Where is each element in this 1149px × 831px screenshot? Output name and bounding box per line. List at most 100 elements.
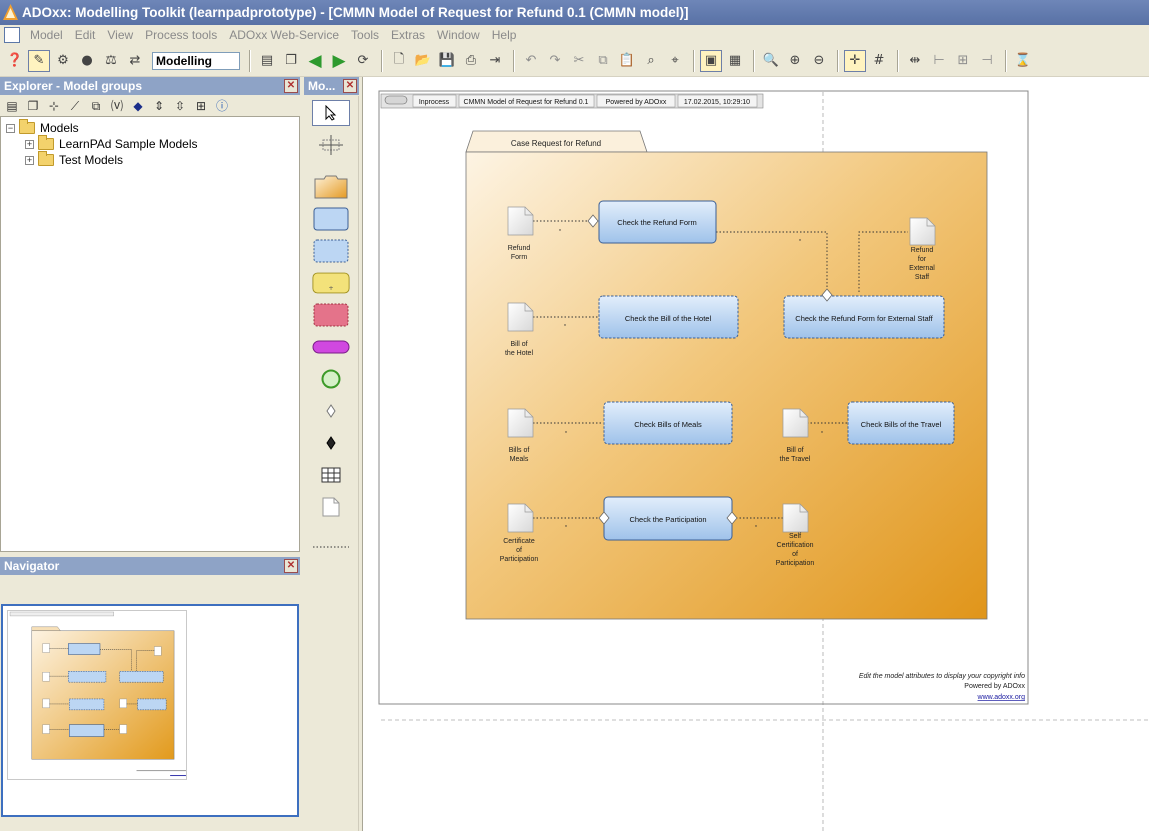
doc-bills-meals[interactable]: Bills of Meals [507, 408, 534, 463]
menu-extras[interactable]: Extras [391, 28, 426, 42]
evaluation-icon[interactable]: ⚖ [105, 53, 117, 68]
palette-close-button[interactable]: ✕ [343, 79, 357, 93]
diamond-icon[interactable]: ◆ [133, 99, 143, 113]
print-icon[interactable]: ⎙ [465, 53, 477, 68]
case-file-item-icon[interactable] [312, 494, 350, 520]
tree-node-learnpad-sample-models[interactable]: + LearnPAd Sample Models [25, 135, 198, 152]
table-view-icon[interactable]: ▦ [728, 53, 742, 68]
mode-select[interactable]: Modelling [152, 51, 240, 70]
hierarchy-icon[interactable]: ⊹ [48, 99, 60, 113]
cmmn-diagram[interactable]: Inprocess CMMN Model of Request for Refu… [363, 77, 1149, 831]
navigator-close-button[interactable]: ✕ [284, 559, 298, 573]
database-icon[interactable]: ▤ [260, 53, 274, 68]
expand-icon[interactable]: + [25, 138, 34, 149]
planning-table-icon[interactable] [312, 462, 350, 488]
info-icon[interactable]: ⓘ [215, 99, 228, 113]
redo-icon[interactable]: ↷ [549, 53, 561, 68]
align-center-icon[interactable]: ⊞ [957, 53, 969, 68]
refresh-icon[interactable]: ⟳ [357, 53, 369, 68]
grid-icon[interactable]: # [873, 53, 885, 68]
menu-model[interactable]: Model [30, 28, 63, 42]
task-check-bills-travel[interactable]: Check Bills of the Travel [847, 401, 955, 445]
zoom-in-icon[interactable]: ⊕ [789, 53, 801, 68]
graph-icon[interactable]: ⟋ [70, 99, 80, 113]
zoom-out-icon[interactable]: ⊖ [813, 53, 825, 68]
case-plan-model[interactable]: Case Request for Refund [465, 130, 988, 620]
task-check-bill-hotel[interactable]: Check the Bill of the Hotel [598, 295, 739, 339]
model-groups-icon[interactable]: ▤ [6, 99, 18, 113]
exit-criterion-sentry[interactable] [726, 511, 738, 525]
modelling-mode-icon[interactable]: ✎ [28, 49, 50, 72]
hourglass-icon[interactable]: ⌛ [1014, 53, 1032, 68]
task-check-refund-external[interactable]: Check the Refund Form for External Staff [783, 295, 945, 339]
menu-edit[interactable]: Edit [74, 28, 96, 42]
tree-node-test-models[interactable]: + Test Models [25, 151, 123, 168]
align-left-icon[interactable]: ⊢ [933, 53, 945, 68]
entry-criterion-sentry[interactable] [587, 214, 599, 228]
navigator-thumbnail[interactable] [7, 610, 187, 780]
simulation-icon[interactable]: ● [81, 53, 93, 68]
doc-certificate-participation[interactable]: Certificate of Participation [500, 503, 539, 563]
pointer-tool-icon[interactable] [312, 100, 350, 126]
align-icon[interactable]: ⇹ [909, 53, 921, 68]
model-canvas[interactable]: Inprocess CMMN Model of Request for Refu… [362, 77, 1149, 831]
collapse-icon[interactable]: − [6, 122, 15, 133]
menu-process-tools[interactable]: Process tools [145, 28, 218, 42]
open-folder-icon[interactable]: 📂 [414, 53, 432, 68]
new-group-icon[interactable]: ❐ [27, 99, 39, 113]
relation-tool-icon[interactable] [312, 534, 350, 560]
entry-criterion-sentry[interactable] [598, 511, 610, 525]
expand-level-icon[interactable]: ⊞ [195, 99, 207, 113]
menu-adoxx-web-service[interactable]: ADOxx Web-Service [229, 28, 340, 42]
undo-icon[interactable]: ↶ [525, 53, 537, 68]
import-export-icon[interactable]: ⇄ [129, 53, 141, 68]
task-check-refund-form[interactable]: Check the Refund Form [598, 200, 717, 244]
windows-icon[interactable]: ❐ [285, 53, 297, 68]
snap-grid-icon[interactable]: ✛ [844, 49, 866, 72]
search-replace-icon[interactable]: ⌖ [671, 53, 679, 68]
graphical-view-icon[interactable]: ▣ [700, 49, 722, 72]
menu-view[interactable]: View [107, 28, 134, 42]
discretionary-stage-icon[interactable] [312, 302, 350, 328]
copy-model-icon[interactable]: ⧉ [91, 99, 101, 113]
help-icon[interactable]: ❓ [6, 53, 24, 68]
task-check-bills-meals[interactable]: Check Bills of Meals [603, 401, 733, 445]
new-model-icon[interactable]: 🗋 [393, 51, 405, 67]
doc-refund-form[interactable]: Refund Form [507, 206, 534, 261]
doc-bill-hotel[interactable]: Bill of the Hotel [505, 302, 533, 357]
analysis-icon[interactable]: ⚙ [57, 53, 69, 68]
task-check-participation[interactable]: Check the Participation [603, 496, 733, 541]
back-icon[interactable]: ◀ [308, 50, 322, 71]
tree-node-models[interactable]: − Models [6, 119, 79, 136]
case-plan-body[interactable] [465, 151, 988, 620]
menu-help[interactable]: Help [491, 28, 517, 42]
task-icon[interactable] [312, 206, 350, 232]
adoxx-link[interactable]: www.adoxx.org [977, 694, 1026, 701]
doc-self-certification[interactable]: Self Certification of Participation [776, 503, 815, 567]
expand-all-icon[interactable]: ⇕ [153, 99, 165, 113]
document-icon[interactable] [4, 27, 20, 43]
save-icon[interactable]: 💾 [438, 53, 456, 68]
milestone-icon[interactable] [312, 334, 350, 360]
align-right-icon[interactable]: ⊣ [981, 53, 993, 68]
case-plan-model-icon[interactable] [312, 174, 350, 200]
connector-tool-icon[interactable] [312, 132, 350, 158]
stage-icon[interactable]: + [312, 270, 350, 296]
connection[interactable] [858, 231, 908, 292]
copy-icon[interactable]: ⧉ [598, 53, 608, 68]
doc-refund-external-staff[interactable]: Refund for External Staff [909, 217, 936, 281]
export-icon[interactable]: ⇥ [489, 53, 501, 68]
find-icon[interactable]: ⌕ [647, 53, 655, 68]
paste-icon[interactable]: 📋 [618, 53, 636, 68]
exit-criterion-icon[interactable] [312, 430, 350, 456]
event-listener-icon[interactable] [312, 366, 350, 392]
entry-criterion-sentry[interactable] [821, 288, 833, 302]
forward-icon[interactable]: ▶ [332, 50, 346, 71]
cut-icon[interactable]: ✂ [573, 53, 585, 68]
discretionary-task-icon[interactable] [312, 238, 350, 264]
menu-window[interactable]: Window [437, 28, 480, 42]
versions-icon[interactable]: ⒱ [110, 99, 123, 113]
entry-criterion-icon[interactable] [312, 398, 350, 424]
expand-icon[interactable]: + [25, 154, 34, 165]
explorer-close-button[interactable]: ✕ [284, 79, 298, 93]
